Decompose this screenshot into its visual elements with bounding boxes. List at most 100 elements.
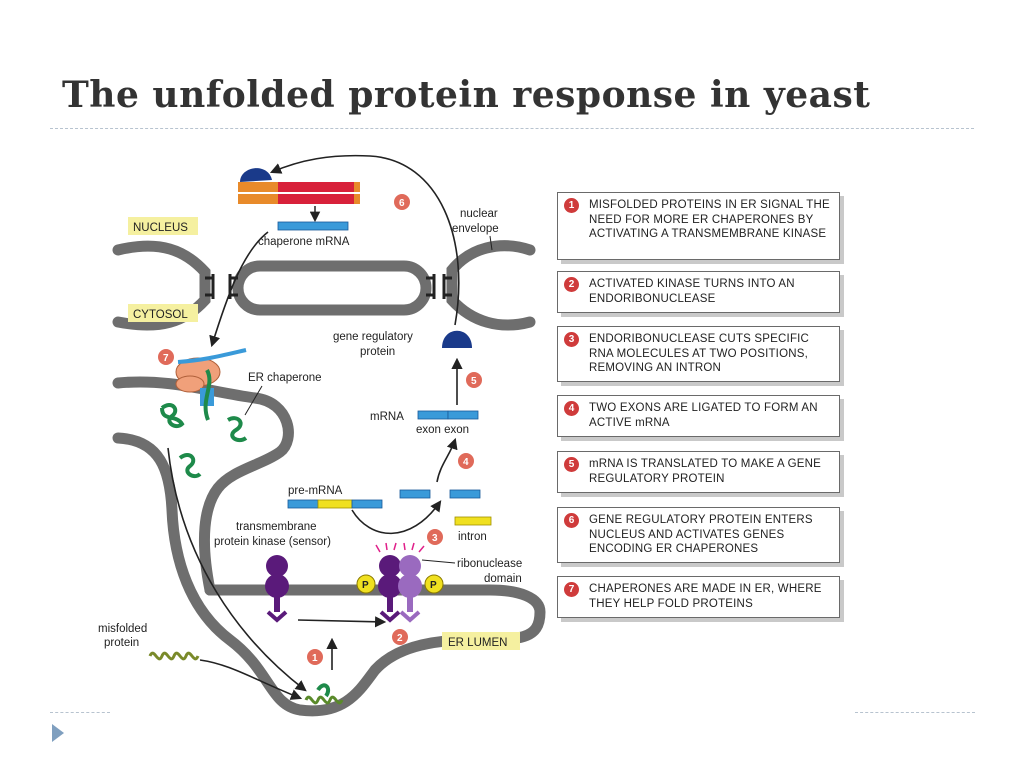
label-chaperone-mrna: chaperone mRNA [258,236,350,248]
slide-title: The unfolded protein response in yeast [62,74,871,116]
step-box-7: 7 CHAPERONES ARE MADE IN ER, WHERE THEY … [557,576,840,618]
inactive-kinase [265,555,289,623]
step-text: MISFOLDED PROTEINS IN ER SIGNAL THE NEED… [589,199,830,240]
cytosol-label-bg [128,304,198,322]
diagram-canvas: chaperone mRNA NUCLEUS CYTOSOL ER LUMEN … [98,154,546,717]
step-box-1: 1 MISFOLDED PROTEINS IN ER SIGNAL THE NE… [557,192,840,260]
marker-6: 6 [399,198,405,209]
step-number: 6 [564,513,579,528]
label-cytosol: CYTOSOL [133,309,188,321]
pre-mrna-exon-2 [351,499,383,509]
nuclear-pore-right-2 [442,274,452,299]
nuclear-pore-left [205,274,215,299]
aggregate-in-er [304,695,344,705]
chaperone-3 [178,453,202,479]
marker-3: 3 [432,533,438,544]
label-er-lumen: ER LUMEN [448,637,507,649]
ribosome-mrna [177,348,247,364]
step-number: 5 [564,457,579,472]
misfolded-protein-coil [148,651,200,661]
nuclear-envelope-left [112,240,211,331]
arrow-ligation [436,437,458,483]
footer-divider-right [855,712,975,713]
label-intron: intron [458,531,487,543]
label-pre-mrna: pre-mRNA [288,485,343,497]
label-gene-reg-2: protein [360,346,395,358]
pre-mrna-exon-1 [287,499,319,509]
ribonuclease-activity-marks [375,542,425,553]
cut-exon-2 [449,489,481,499]
label-ribonuclease-2: domain [484,573,522,585]
step-text: ENDORIBONUCLEASE CUTS SPECIFIC RNA MOLEC… [589,333,810,374]
marker-4: 4 [463,457,469,468]
marker-2: 2 [397,633,403,644]
phosphate-right [424,574,444,594]
step-box-3: 3 ENDORIBONUCLEASE CUTS SPECIFIC RNA MOL… [557,326,840,382]
label-nuclear-envelope-2: envelope [452,223,499,235]
step-number: 7 [564,582,579,597]
label-phosphate-left: P [362,580,369,591]
step-number: 1 [564,198,579,213]
chaperone-2 [226,416,248,443]
gene-regulatory-protein [442,330,472,348]
gene-region-top [278,182,354,192]
chaperone-gene [238,168,360,204]
step-number: 2 [564,277,579,292]
ribosome [175,348,247,421]
arrow-activation [297,616,387,628]
chaperone-mrna-bar [277,221,349,231]
arrow-protein-to-nucleus [269,154,460,326]
step-box-6: 6 GENE REGULATORY PROTEIN ENTERS NUCLEUS… [557,507,840,563]
nuclear-envelope-pointer [489,235,493,251]
label-nucleus: NUCLEUS [133,222,188,234]
label-phosphate-right: P [430,580,437,591]
aggregate-chaperone [316,683,331,698]
label-tm-kinase-2: protein kinase (sensor) [214,536,331,548]
mrna-exon-1 [417,410,449,420]
label-misfolded-1: misfolded [98,623,147,635]
label-nuclear-envelope-1: nuclear [460,208,498,220]
arrow-misfolded-to-er [167,447,307,692]
excised-intron [454,516,492,526]
marker-5: 5 [471,376,477,387]
slide-bullet-arrow [52,724,64,742]
nucleus-label-bg [128,217,198,235]
bound-regulatory-protein [240,168,272,182]
chaperone-1 [160,403,185,429]
cut-exon-1 [399,489,431,499]
footer-divider-left [50,712,110,713]
step-text: GENE REGULATORY PROTEIN ENTERS NUCLEUS A… [589,514,813,555]
arrow-misfolded-protein [199,659,303,700]
step-text: TWO EXONS ARE LIGATED TO FORM AN ACTIVE … [589,402,818,429]
nuclear-pore-right [426,274,436,299]
er-membrane-lower [112,432,546,717]
arrow-splicing-cut [351,500,442,535]
step-box-2: 2 ACTIVATED KINASE TURNS INTO AN ENDORIB… [557,271,840,313]
step-text: ACTIVATED KINASE TURNS INTO AN ENDORIBON… [589,278,795,305]
label-misfolded-2: protein [104,637,139,649]
marker-7: 7 [163,353,169,364]
er-membrane-upper [112,376,294,596]
step-markers: 6 7 5 4 3 2 1 [158,194,482,665]
label-gene-reg-1: gene regulatory [333,331,413,343]
ribonuclease-pointer [421,559,456,564]
step-box-5: 5 mRNA IS TRANSLATED TO MAKE A GENE REGU… [557,451,840,493]
label-exon-exon: exon exon [416,424,469,436]
title-divider [50,128,974,129]
label-tm-kinase-1: transmembrane [236,521,317,533]
nuclear-envelope-inner [232,260,432,316]
er-chaperones [160,403,248,479]
pre-mrna-intron [317,499,353,509]
label-mrna: mRNA [370,411,404,423]
er-lumen-label-bg [442,632,520,650]
step-text: CHAPERONES ARE MADE IN ER, WHERE THEY HE… [589,583,822,610]
step-number: 4 [564,401,579,416]
label-ribonuclease-1: ribonuclease [457,558,522,570]
nuclear-pores [205,274,452,299]
phosphate-left [356,574,376,594]
marker-1: 1 [312,653,318,664]
step-text: mRNA IS TRANSLATED TO MAKE A GENE REGULA… [589,458,821,485]
er-chaperone-pointer [244,385,263,416]
arrow-mrna-to-er [209,231,269,348]
label-er-chaperone: ER chaperone [248,372,322,384]
